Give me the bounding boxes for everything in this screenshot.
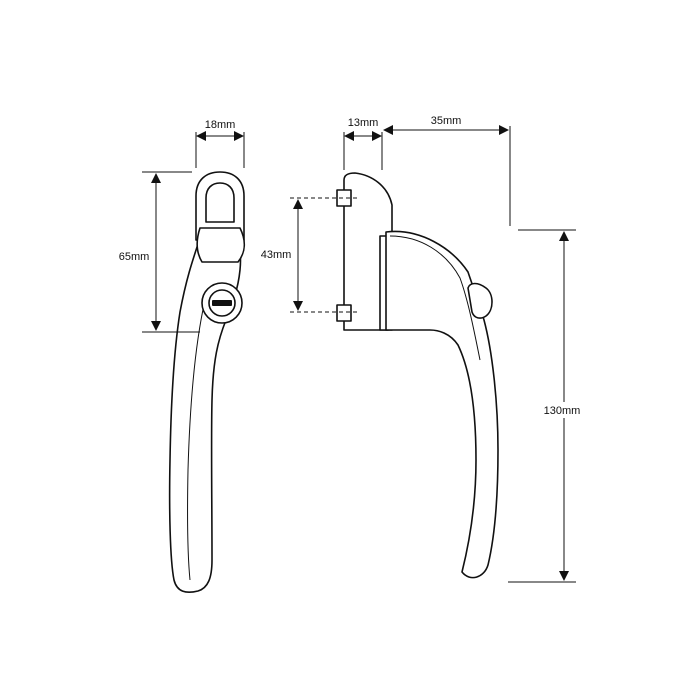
label-side-offset: 35mm [431,115,462,127]
label-overall-length: 130mm [544,405,581,417]
side-lock-bump [467,282,493,319]
side-view-handle [336,172,499,579]
label-bg-front-height [112,248,152,264]
dim-side-offset [383,125,511,226]
front-view-handle [168,171,246,594]
keyhole [212,300,232,306]
dim-front-width [195,131,245,168]
label-bg-side-offset [424,114,466,126]
label-bg-overall-length [538,402,588,418]
side-lever-contour [389,235,481,361]
dim-fixing-centres [290,197,360,313]
dim-overall-length [508,229,576,583]
label-side-depth: 13mm [348,117,379,129]
fixing-screw-bottom [336,304,352,322]
label-front-width: 18mm [205,119,236,131]
fixing-screw-top [336,189,352,207]
front-lever-edge [187,299,206,581]
dim-side-depth [343,131,383,170]
side-lever [385,230,499,579]
front-eye-slot [205,182,235,223]
label-fixing-centres: 43mm [261,249,292,261]
label-front-height: 65mm [119,251,150,263]
dim-front-height [142,171,200,333]
front-neck [196,227,246,263]
